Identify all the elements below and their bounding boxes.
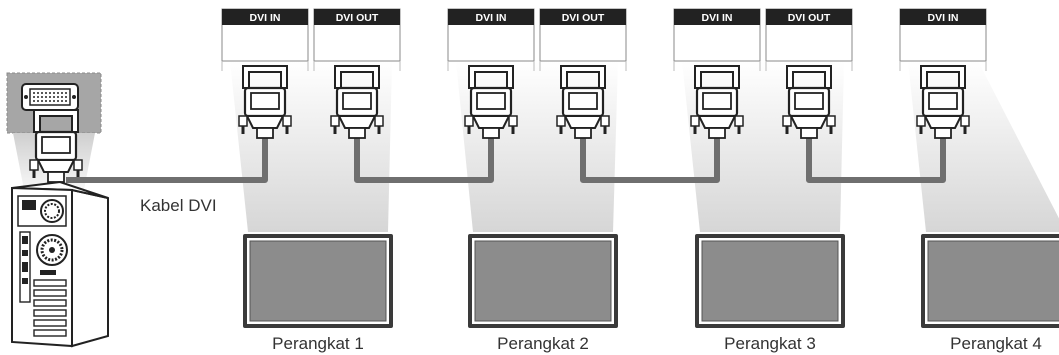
dvi-in-port: DVI IN <box>673 8 761 140</box>
monitor <box>695 234 845 328</box>
device-2: DVI IN DVI OUT Perangkat 2 <box>447 8 627 353</box>
device-1: DVI IN DVI OUT Perangkat 1 <box>221 8 401 353</box>
monitor <box>468 234 618 328</box>
device-beam <box>456 61 618 232</box>
port-label: DVI IN <box>476 12 507 24</box>
device-3: DVI IN DVI OUT Perangkat 3 <box>673 8 853 353</box>
port-label: DVI IN <box>250 12 281 24</box>
dvi-in-port: DVI IN <box>221 8 309 140</box>
port-label: DVI OUT <box>562 12 605 24</box>
device-beam <box>908 61 1059 232</box>
port-label: DVI OUT <box>336 12 379 24</box>
device-label: Perangkat 2 <box>497 334 589 353</box>
dvi-out-port: DVI OUT <box>539 8 627 140</box>
dvi-cable <box>66 138 946 183</box>
monitor <box>921 234 1059 328</box>
dvi-in-port: DVI IN <box>899 8 987 140</box>
cable-label: Kabel DVI <box>140 196 217 215</box>
port-label: DVI OUT <box>788 12 831 24</box>
dvi-out-port: DVI OUT <box>765 8 853 140</box>
computer-tower <box>11 180 109 348</box>
device-beam <box>230 61 392 232</box>
device-4: DVI IN Perangkat 4 <box>899 8 1059 353</box>
device-label: Perangkat 1 <box>272 334 364 353</box>
dvi-in-port: DVI IN <box>447 8 535 140</box>
port-label: DVI IN <box>702 12 733 24</box>
dvi-out-port: DVI OUT <box>313 8 401 140</box>
device-label: Perangkat 4 <box>950 334 1042 353</box>
pc-connector-panel <box>6 72 102 134</box>
port-label: DVI IN <box>928 12 959 24</box>
monitor <box>243 234 393 328</box>
device-label: Perangkat 3 <box>724 334 816 353</box>
device-beam <box>682 61 844 232</box>
